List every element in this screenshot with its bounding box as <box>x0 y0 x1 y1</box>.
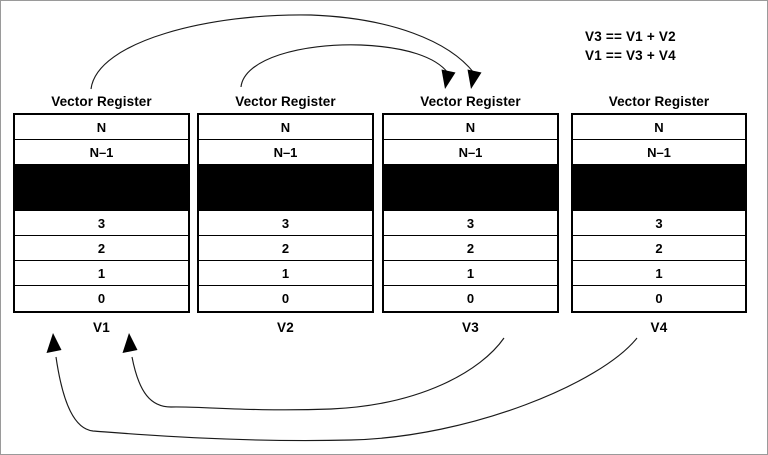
register-cell: 2 <box>384 236 557 261</box>
arrow-v1-to-v3-head <box>467 69 482 89</box>
register-cell: 0 <box>199 286 372 311</box>
register-cell: N–1 <box>15 140 188 165</box>
arrow-v1-to-v3 <box>90 14 482 90</box>
register-cell: 0 <box>573 286 745 311</box>
register-cell: N <box>573 115 745 140</box>
register-box-v2: N N–1 3 2 1 0 <box>197 113 374 313</box>
register-cell-filled <box>199 165 372 211</box>
register-cell: 2 <box>15 236 188 261</box>
register-title-v1: Vector Register <box>51 94 152 109</box>
register-cell: N–1 <box>199 140 372 165</box>
register-cell: 3 <box>384 211 557 236</box>
register-cell: 2 <box>199 236 372 261</box>
arrow-v4-to-v1 <box>46 333 638 442</box>
arrow-v3-to-v1 <box>122 333 505 411</box>
equations-block: V3 == V1 + V2 V1 == V3 + V4 <box>585 27 676 65</box>
vector-register-v1: Vector Register N N–1 3 2 1 0 V1 <box>13 93 190 337</box>
register-cell: N–1 <box>573 140 745 165</box>
arrow-v2-to-v3 <box>240 44 456 89</box>
arrow-v1-to-v3-path <box>90 14 475 90</box>
register-title-v4: Vector Register <box>608 94 710 109</box>
arrow-v2-to-v3-head <box>441 69 456 89</box>
arrow-v4-to-v1-path <box>55 337 638 442</box>
register-box-v4: N N–1 3 2 1 0 <box>571 113 747 313</box>
arrow-v3-to-v1-path <box>131 337 505 411</box>
register-cell: 3 <box>573 211 745 236</box>
register-name-v3: V3 <box>462 320 479 335</box>
register-name-v1: V1 <box>93 320 110 335</box>
equation-line-1: V3 == V1 + V2 <box>585 29 676 44</box>
equation-line-2: V1 == V3 + V4 <box>585 48 676 63</box>
register-cell: 1 <box>15 261 188 286</box>
register-cell: 3 <box>15 211 188 236</box>
register-box-v1: N N–1 3 2 1 0 <box>13 113 190 313</box>
register-name-v2: V2 <box>277 320 294 335</box>
register-box-v3: N N–1 3 2 1 0 <box>382 113 559 313</box>
register-cell: N <box>199 115 372 140</box>
register-cell: N <box>384 115 557 140</box>
vector-register-v2: Vector Register N N–1 3 2 1 0 V2 <box>197 93 374 337</box>
register-cell-filled <box>573 165 745 211</box>
register-name-v4: V4 <box>650 320 668 335</box>
register-cell: 3 <box>199 211 372 236</box>
register-cell: N <box>15 115 188 140</box>
arrow-v2-to-v3-path <box>240 44 449 88</box>
register-cell: N–1 <box>384 140 557 165</box>
register-title-v2: Vector Register <box>235 94 336 109</box>
register-cell-filled <box>384 165 557 211</box>
register-cell: 2 <box>573 236 745 261</box>
register-cell: 1 <box>573 261 745 286</box>
register-title-v3: Vector Register <box>420 94 521 109</box>
register-cell: 0 <box>15 286 188 311</box>
register-cell: 1 <box>384 261 557 286</box>
register-cell: 0 <box>384 286 557 311</box>
register-cell: 1 <box>199 261 372 286</box>
vector-register-v3: Vector Register N N–1 3 2 1 0 V3 <box>382 93 559 337</box>
register-cell-filled <box>15 165 188 211</box>
vector-register-v4: Vector Register N N–1 3 2 1 0 V4 <box>571 93 747 337</box>
